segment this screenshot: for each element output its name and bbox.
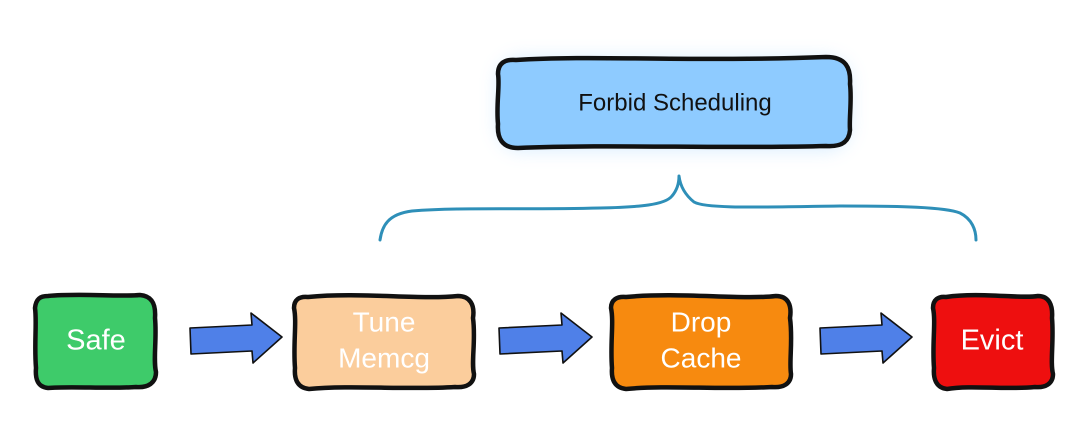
state-label-cache: Cache [661, 342, 742, 373]
forbid-scheduling-label: Forbid Scheduling [578, 89, 771, 116]
flow-arrows [189, 312, 913, 364]
state-label-memcg: Memcg [338, 342, 430, 373]
forbid-scheduling-node: Forbid Scheduling [495, 54, 853, 151]
state-label-tune: Tune [353, 306, 416, 337]
state-box-safe [32, 292, 159, 391]
state-node-drop-cache: Drop Cache [608, 293, 794, 392]
state-box-tune-memcg [291, 293, 477, 392]
arrow-drop-to-evict-icon [819, 312, 913, 364]
state-box-drop-cache [608, 293, 794, 392]
state-box-evict [930, 292, 1056, 392]
grouping-brace [378, 174, 978, 242]
arrow-safe-to-tune-icon [189, 312, 283, 364]
forbid-scheduling-box [495, 54, 853, 151]
arrow-tune-to-drop-icon [498, 312, 593, 364]
state-label-evict: Evict [961, 325, 1024, 357]
state-node-safe: Safe [32, 292, 159, 391]
state-label-drop: Drop [671, 306, 732, 337]
state-node-tune-memcg: Tune Memcg [291, 293, 477, 392]
state-node-evict: Evict [930, 292, 1056, 392]
state-label-safe: Safe [66, 325, 126, 357]
